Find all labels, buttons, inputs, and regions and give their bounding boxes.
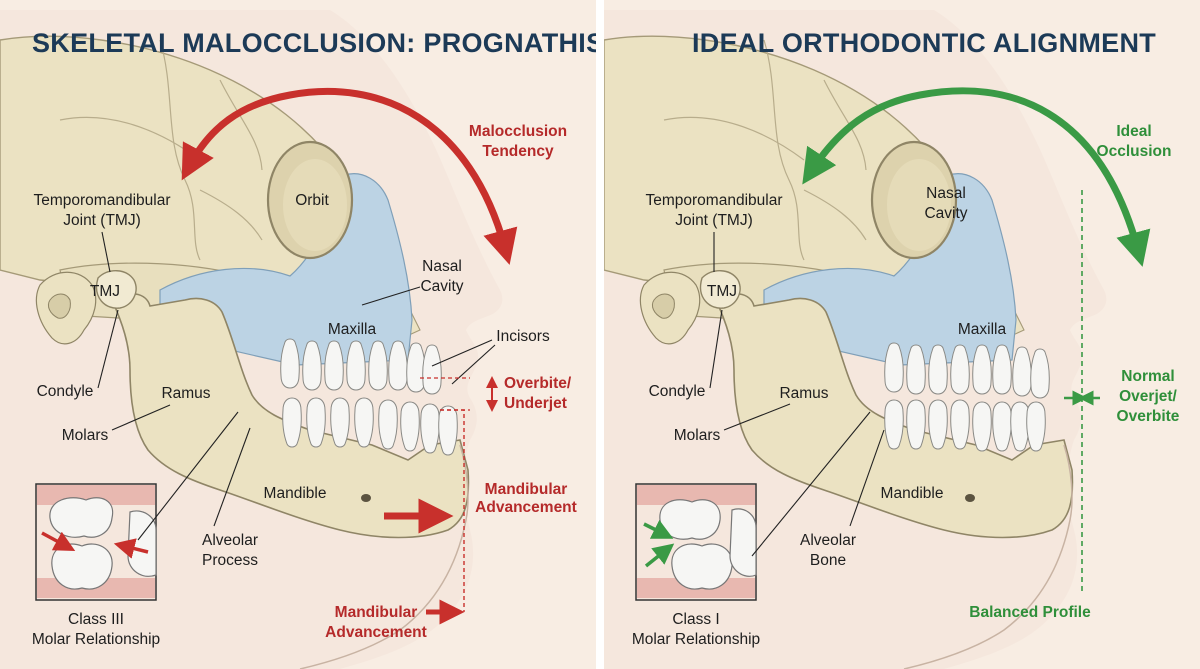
normal-overjet-line1: Normal: [1121, 368, 1174, 385]
left-title: SKELETAL MALOCCLUSION: PROGNATHISM: [32, 28, 627, 58]
panel-divider: [596, 0, 604, 669]
left-panel: SKELETAL MALOCCLUSION: PROGNATHISM Maloc…: [0, 0, 627, 669]
condyle-label: Condyle: [37, 383, 94, 400]
profile-guide-line: [440, 409, 465, 612]
class-iii-label: Class III: [68, 611, 124, 628]
overbite-label-line1: Overbite/: [504, 375, 572, 392]
mandible-label: Mandible: [264, 485, 327, 502]
alveolar-process-leader: [213, 427, 251, 527]
incisors-leader-1: [431, 339, 493, 367]
nasal-cavity-label-line2: Cavity: [420, 278, 463, 295]
malocclusion-label-line1: Malocclusion: [469, 123, 567, 140]
balanced-profile-label: Balanced Profile: [969, 604, 1091, 621]
molars-label-right: Molars: [674, 427, 721, 444]
molars-leader-right: [723, 403, 791, 431]
condyle-label-right: Condyle: [649, 383, 706, 400]
ideal-occlusion-arrow: [802, 87, 1151, 267]
inset-leader-right: [751, 411, 871, 557]
alveolar-bone-leader: [849, 429, 885, 527]
tmj-joint-label-line1: Temporomandibular: [34, 192, 171, 209]
mandibular-advancement-1-line1: Mandibular: [485, 481, 568, 498]
tmj-joint-label-line2: Joint (TMJ): [63, 212, 141, 229]
ramus-label: Ramus: [161, 385, 210, 402]
tmj-label-right: TMJ: [707, 283, 737, 300]
normal-overjet-line3: Overbite: [1117, 408, 1180, 425]
mandibular-advancement-2-line2: Advancement: [325, 624, 427, 641]
malocclusion-label-line2: Tendency: [482, 143, 554, 160]
ideal-occlusion-label-line2: Occlusion: [1097, 143, 1172, 160]
incisors-leader-2: [451, 344, 496, 385]
class-i-molar-inset: [635, 483, 757, 601]
tmj-joint-leader: [101, 231, 111, 273]
tmj-joint-label-right-line2: Joint (TMJ): [675, 212, 753, 229]
nasal-cavity-label-line1: Nasal: [422, 258, 462, 275]
right-panel: IDEAL ORTHODONTIC ALIGNMENT Ideal Occlus…: [604, 0, 1200, 669]
alveolar-process-label-line2: Process: [202, 552, 258, 569]
overbite-label-line2: Underjet: [504, 395, 567, 412]
condyle-leader: [97, 309, 119, 389]
mandibular-advancement-2-line1: Mandibular: [335, 604, 418, 621]
alveolar-process-label-line1: Alveolar: [202, 532, 258, 549]
right-title: IDEAL ORTHODONTIC ALIGNMENT: [692, 28, 1156, 58]
incisors-label: Incisors: [496, 328, 550, 345]
ramus-label-right: Ramus: [779, 385, 828, 402]
inset-leader-left: [137, 411, 239, 541]
condyle-leader-right: [709, 309, 723, 389]
mandible-label-right: Mandible: [881, 485, 944, 502]
ideal-occlusion-label-line1: Ideal: [1116, 123, 1151, 140]
molar-relationship-label-right: Molar Relationship: [632, 631, 760, 648]
class-iii-molar-inset: [35, 483, 157, 601]
maxilla-label: Maxilla: [328, 321, 377, 338]
nasal-cavity-leader: [361, 286, 421, 306]
tmj-joint-label-right-line1: Temporomandibular: [646, 192, 783, 209]
alveolar-bone-label-line2: Bone: [810, 552, 846, 569]
tmj-label: TMJ: [90, 283, 120, 300]
nasal-cavity-label-right-line1: Nasal: [926, 185, 966, 202]
alveolar-bone-label-line1: Alveolar: [800, 532, 856, 549]
orbit-label: Orbit: [295, 192, 329, 209]
malocclusion-tendency-arrow: [181, 88, 518, 265]
molars-leader: [111, 404, 171, 431]
maxilla-label-right: Maxilla: [958, 321, 1007, 338]
mandibular-advancement-1-line2: Advancement: [475, 499, 577, 516]
class-i-label: Class I: [672, 611, 719, 628]
nasal-cavity-label-right-line2: Cavity: [924, 205, 967, 222]
molars-label: Molars: [62, 427, 109, 444]
normal-overjet-line2: Overjet/: [1119, 388, 1177, 405]
molar-relationship-label-left: Molar Relationship: [32, 631, 160, 648]
